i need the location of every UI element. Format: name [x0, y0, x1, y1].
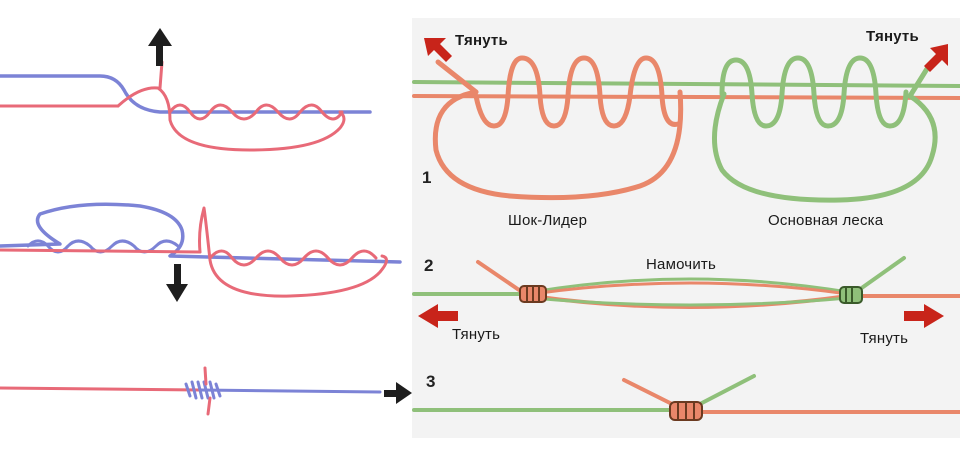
right-step-3-right-tag [698, 374, 756, 406]
left-step-2-red-wraps [208, 249, 378, 267]
right-step-2-right-knot [839, 286, 863, 304]
right-step-1 [412, 55, 960, 203]
main-line-loop [711, 91, 938, 203]
left-step-1-red-line [116, 86, 346, 152]
pull-label-top-left: Тянуть [455, 32, 508, 49]
right-step-2-lens-top [530, 277, 850, 294]
left-step-2 [0, 202, 402, 298]
left-step-1-blue-line [0, 74, 372, 114]
arrow-pull-top-right-icon [924, 44, 948, 72]
step-number-1: 1 [422, 168, 432, 187]
right-step-1-green-line [412, 80, 960, 88]
right-step-3 [412, 374, 960, 421]
arrow-right-icon [384, 382, 412, 404]
left-step-2-blue-loop [0, 202, 402, 264]
wet-label: Намочить [646, 256, 716, 273]
right-step-3-left-tag [622, 378, 674, 406]
right-step-1-salmon-line [412, 94, 960, 100]
step-number-3: 3 [426, 372, 436, 391]
pull-label-bottom-right: Тянуть [860, 330, 909, 347]
pull-label-top-right: Тянуть [866, 28, 919, 45]
arrow-down-icon [166, 264, 188, 302]
main-line-wraps [719, 55, 909, 129]
left-step-3 [0, 366, 382, 416]
main-line-label: Основная леска [768, 212, 884, 229]
shock-leader-label: Шок-Лидер [508, 212, 588, 229]
arrow-up-icon [148, 28, 172, 66]
pull-label-bottom-left: Тянуть [452, 326, 501, 343]
arrow-pull-left-icon [418, 304, 458, 328]
left-step-1-wraps [168, 103, 344, 121]
right-panel-background [412, 18, 960, 438]
left-step-2-red-loop [198, 206, 388, 298]
left-step-3-blue-line [198, 388, 382, 394]
left-step-3-red-line [0, 386, 202, 392]
left-step-3-knot [184, 380, 222, 400]
step-number-2: 2 [424, 256, 434, 275]
arrow-pull-right-icon [904, 304, 944, 328]
shock-leader-loop [432, 89, 684, 201]
right-step-2-right-tag [854, 256, 906, 294]
right-step-3-knot [669, 401, 703, 421]
right-step-2-left-tag [476, 260, 524, 294]
arrow-pull-top-left-icon [424, 38, 452, 62]
left-step-1 [0, 60, 372, 152]
right-step-2-left-knot [519, 285, 547, 303]
right-step-2 [412, 256, 960, 309]
shock-leader-wraps [473, 55, 681, 129]
